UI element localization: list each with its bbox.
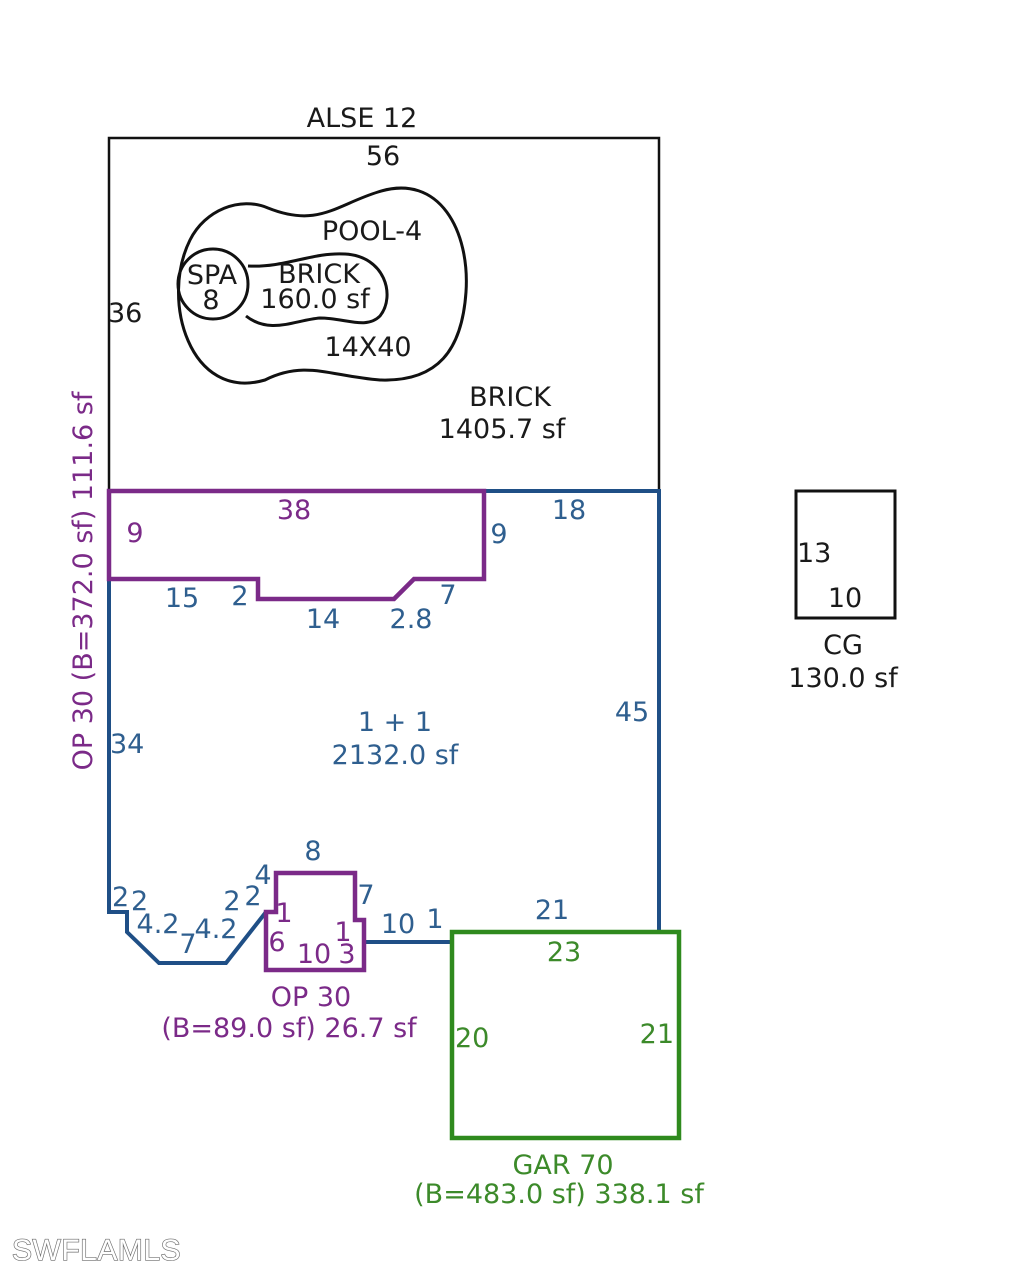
garage-outline [449, 929, 682, 1141]
op-front-dim-1-right: 1 [334, 917, 351, 948]
dim-4: 4 [254, 860, 271, 891]
spa-label: SPA [187, 260, 238, 291]
op-front-dim-7: 7 [357, 880, 374, 911]
cg-title: CG [823, 630, 863, 661]
op-left-left-dimension: 9 [126, 518, 143, 549]
dim-45: 45 [615, 697, 649, 728]
op-left-title: OP 30 (B=372.0 sf) 111.6 sf [68, 390, 99, 770]
op-front-title: OP 30 [271, 982, 351, 1013]
garage-left-dimension: 20 [455, 1023, 489, 1054]
pool-name: POOL-4 [322, 216, 422, 247]
cg-left-dimension: 13 [797, 538, 831, 569]
op-front-dim-3: 3 [338, 939, 355, 970]
pool-outline [177, 186, 468, 385]
dim-18: 18 [552, 495, 586, 526]
dim-8: 8 [304, 836, 321, 867]
inner-brick-outline [245, 252, 389, 327]
dim-1: 1 [426, 904, 443, 935]
alse-area-label: BRICK [469, 382, 552, 413]
inner-brick-area: 160.0 sf [260, 284, 371, 315]
dim-7-bottom: 7 [179, 929, 196, 960]
dim-4-2-b: 4.2 [195, 914, 238, 945]
dim-2-top: 2 [231, 581, 248, 612]
op-front-outline [263, 870, 367, 973]
dim-7-top: 7 [439, 580, 456, 611]
dim-2-right-b: 2 [244, 881, 261, 912]
dim-14: 14 [306, 604, 340, 635]
op-front-subtitle: (B=89.0 sf) 26.7 sf [161, 1013, 418, 1044]
dim-34: 34 [110, 729, 144, 760]
op-front-dim-1-left: 1 [275, 898, 292, 929]
dim-21-top: 21 [535, 895, 569, 926]
op-front-dim-10: 10 [297, 939, 331, 970]
pool-size: 14X40 [324, 332, 411, 363]
dim-2-right-a: 2 [223, 886, 240, 917]
cg-bottom-dimension: 10 [828, 583, 862, 614]
watermark: SWFLAMLS [12, 1234, 181, 1267]
dim-10: 10 [381, 909, 415, 940]
cg-area: 130.0 sf [788, 663, 899, 694]
alse-area: 1405.7 sf [439, 414, 567, 445]
garage-right-dimension: 21 [640, 1019, 674, 1050]
dim-2-8: 2.8 [390, 604, 433, 635]
spa-number: 8 [202, 285, 219, 316]
dim-2-left-b: 2 [131, 886, 148, 917]
dim-2-left-a: 2 [112, 882, 129, 913]
garage-subtitle: (B=483.0 sf) 338.1 sf [414, 1179, 705, 1210]
op-left-top-dimension: 38 [277, 495, 311, 526]
op-left-right-dimension: 9 [490, 519, 507, 550]
spa-outline [176, 247, 250, 321]
dim-15: 15 [165, 583, 199, 614]
op-left-outline [106, 488, 487, 602]
inner-brick-label: BRICK [278, 259, 361, 290]
dim-4-2-a: 4.2 [137, 909, 180, 940]
op-front-dim-6: 6 [268, 927, 285, 958]
main-name: 1 + 1 [358, 707, 432, 738]
alse-title: ALSE 12 [307, 103, 418, 134]
garage-top-dimension: 23 [547, 937, 581, 968]
main-area: 2132.0 sf [332, 740, 460, 771]
cg-outline [794, 489, 897, 620]
garage-title: GAR 70 [512, 1150, 613, 1181]
alse-left-dimension: 36 [108, 298, 142, 329]
alse-top-dimension: 56 [366, 141, 400, 172]
